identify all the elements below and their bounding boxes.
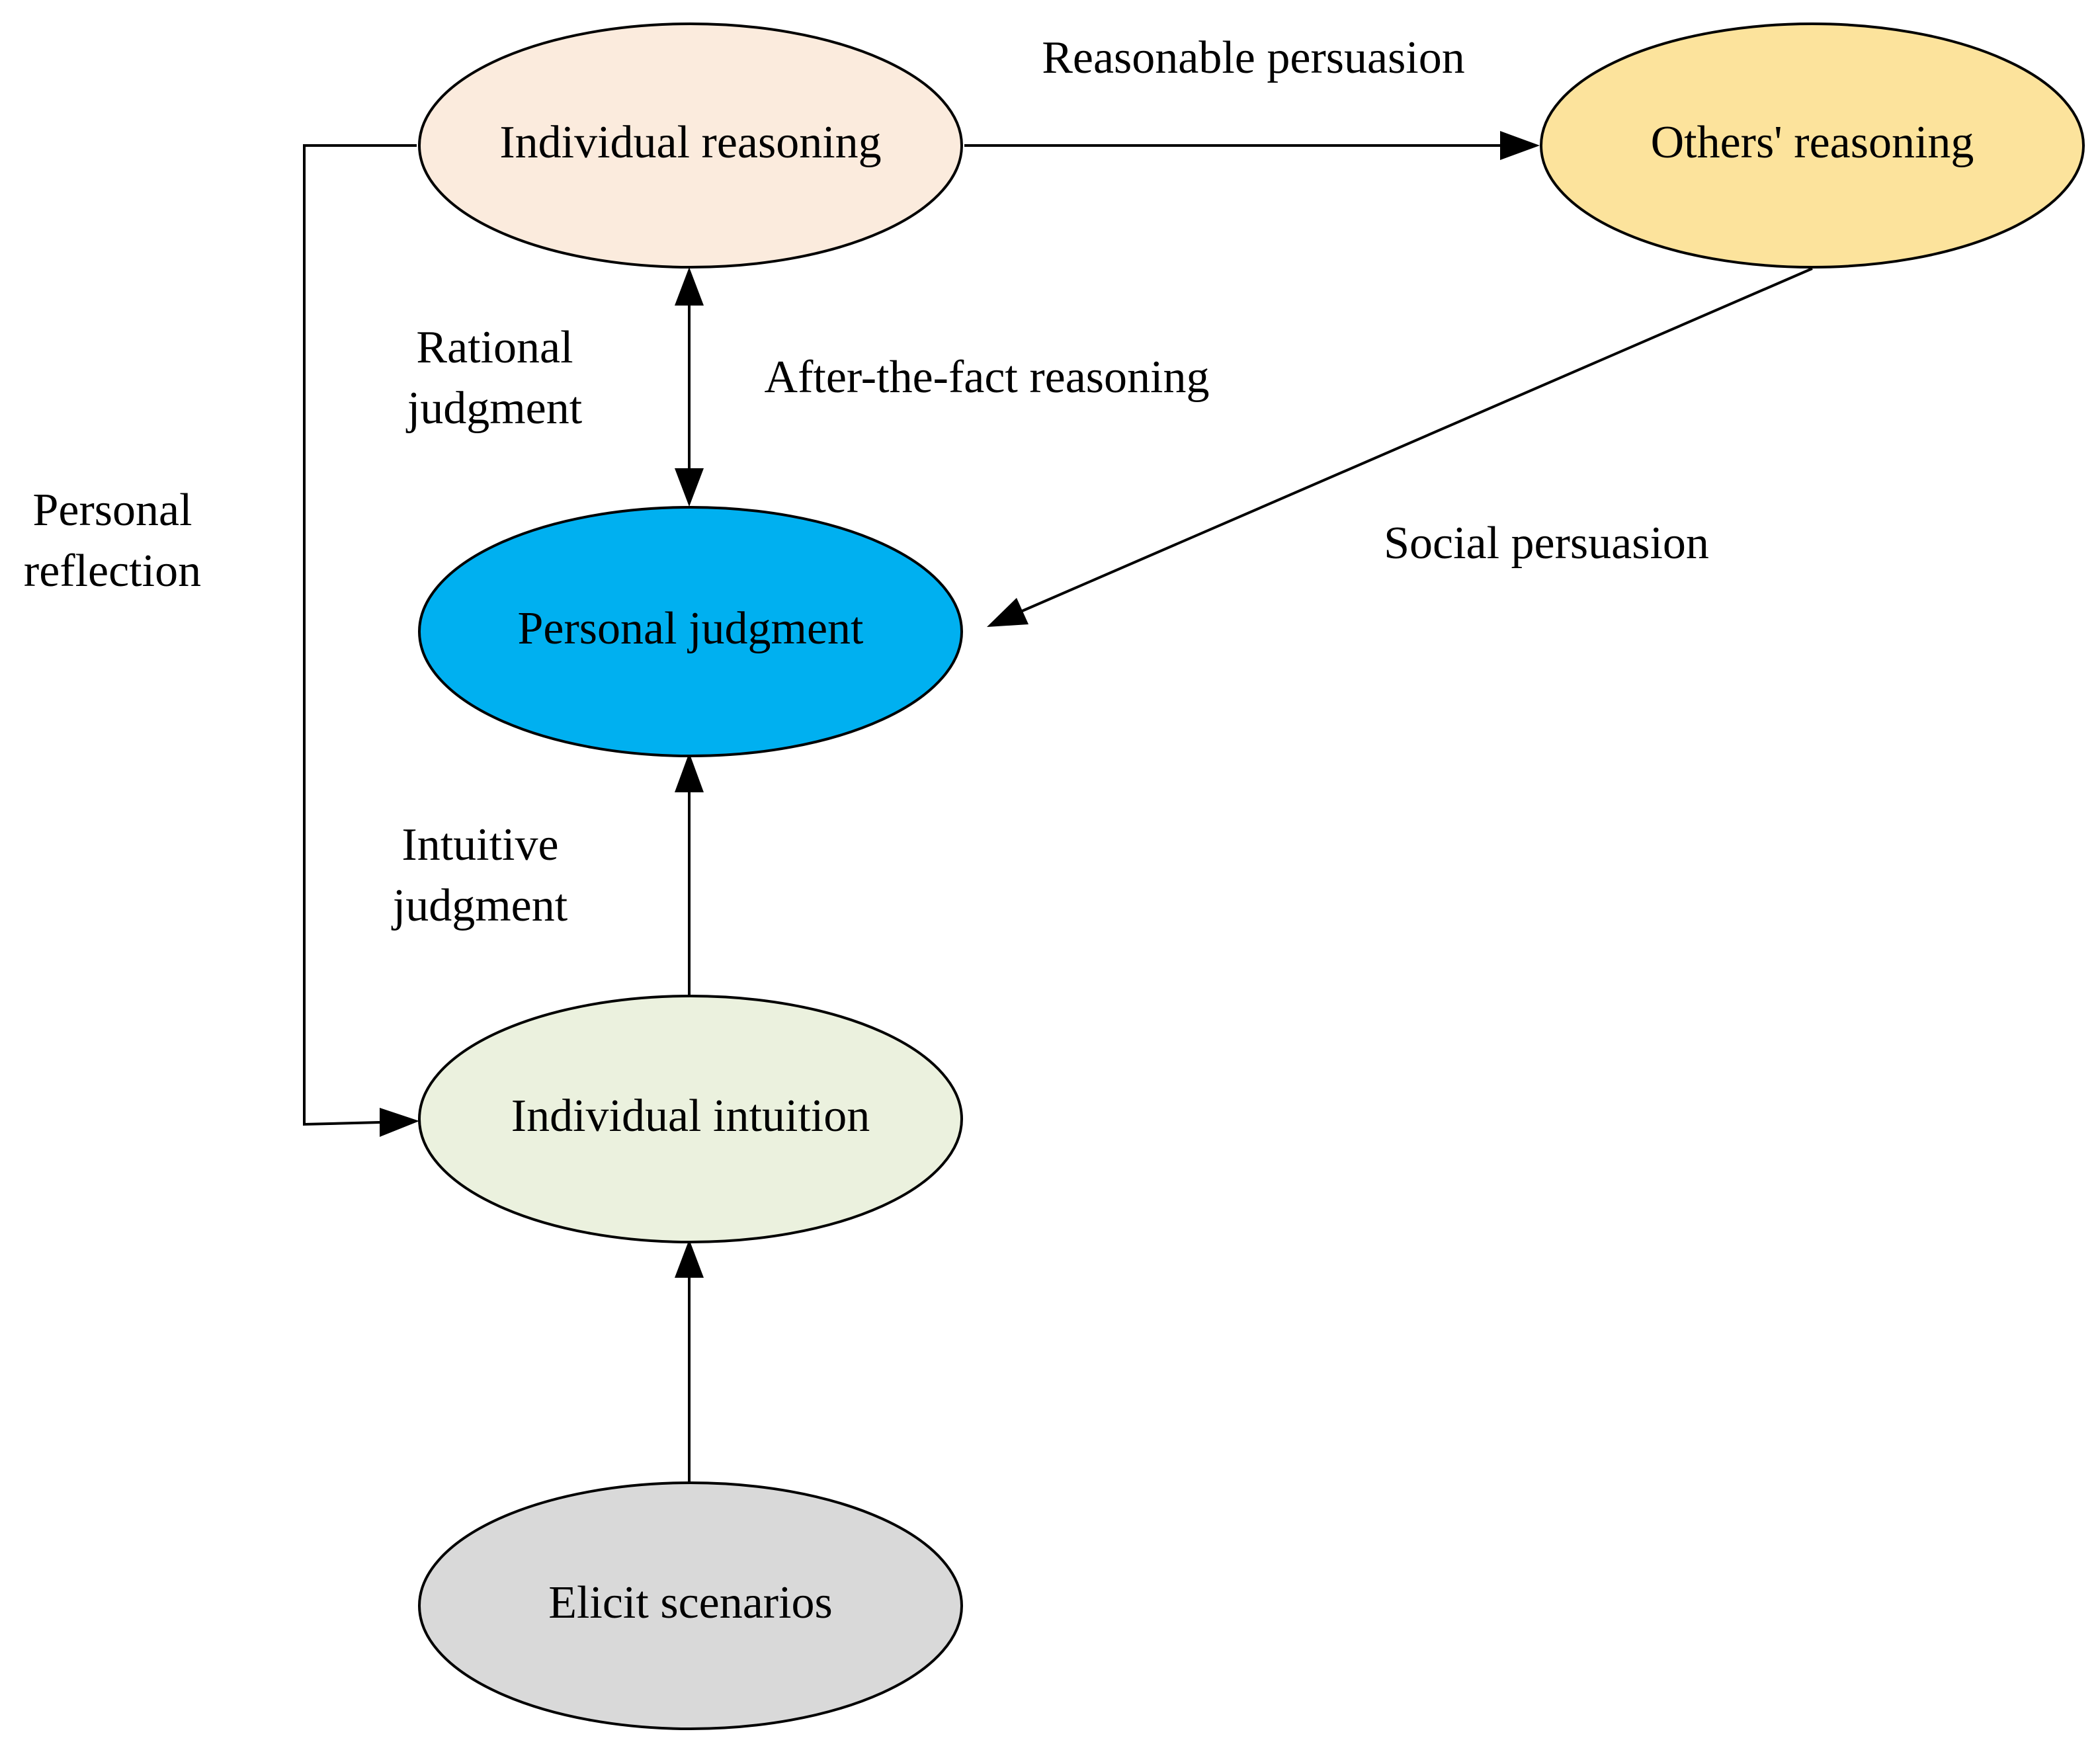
edge-social-persuasion: [1021, 267, 1813, 612]
edge-label-personal-reflection-line1: Personal: [32, 485, 192, 536]
node-others-reasoning-label: Others' reasoning: [1651, 117, 1974, 168]
node-personal-judgment-label: Personal judgment: [518, 603, 864, 654]
arrowhead-individual-intuition-left: [380, 1108, 419, 1137]
arrowhead-personal-judgment-bottom: [675, 753, 704, 792]
node-individual-reasoning-shape: [418, 22, 963, 269]
node-elicit-scenarios: Elicit scenarios: [418, 1481, 963, 1730]
node-personal-judgment-shape: [418, 506, 963, 757]
arrowhead-individual-intuition-bottom: [675, 1239, 704, 1278]
node-individual-intuition-label: Individual intuition: [511, 1091, 870, 1142]
node-others-reasoning: Others' reasoning: [1540, 22, 2085, 269]
arrowhead-personal-judgment-right: [987, 598, 1029, 627]
edge-label-social-persuasion: Social persuasion: [1384, 518, 1709, 569]
node-individual-intuition-shape: [418, 995, 963, 1243]
arrowhead-personal-judgment-top: [675, 468, 704, 507]
edge-label-after-the-fact-reasoning: After-the-fact reasoning: [765, 352, 1210, 403]
node-elicit-scenarios-label: Elicit scenarios: [548, 1577, 833, 1628]
arrowhead-others-reasoning: [1500, 131, 1540, 160]
node-others-reasoning-shape: [1540, 22, 2085, 269]
edge-label-intuitive-judgment-line1: Intuitive: [401, 819, 558, 870]
edge-label-rational-judgment-line1: Rational: [416, 322, 573, 373]
node-personal-judgment: Personal judgment: [418, 506, 963, 757]
arrowhead-individual-reasoning: [675, 267, 704, 306]
edge-label-personal-reflection-line2: reflection: [24, 546, 201, 597]
edge-label-rational-judgment-line2: judgment: [405, 383, 583, 434]
edge-label-reasonable-persuasion: Reasonable persuasion: [1042, 32, 1465, 83]
node-individual-reasoning-label: Individual reasoning: [499, 117, 881, 168]
node-individual-reasoning: Individual reasoning: [418, 22, 963, 269]
node-elicit-scenarios-shape: [418, 1481, 963, 1730]
edge-personal-reflection: [303, 144, 417, 1126]
node-individual-intuition: Individual intuition: [418, 995, 963, 1243]
edge-label-intuitive-judgment-line2: judgment: [391, 880, 568, 931]
